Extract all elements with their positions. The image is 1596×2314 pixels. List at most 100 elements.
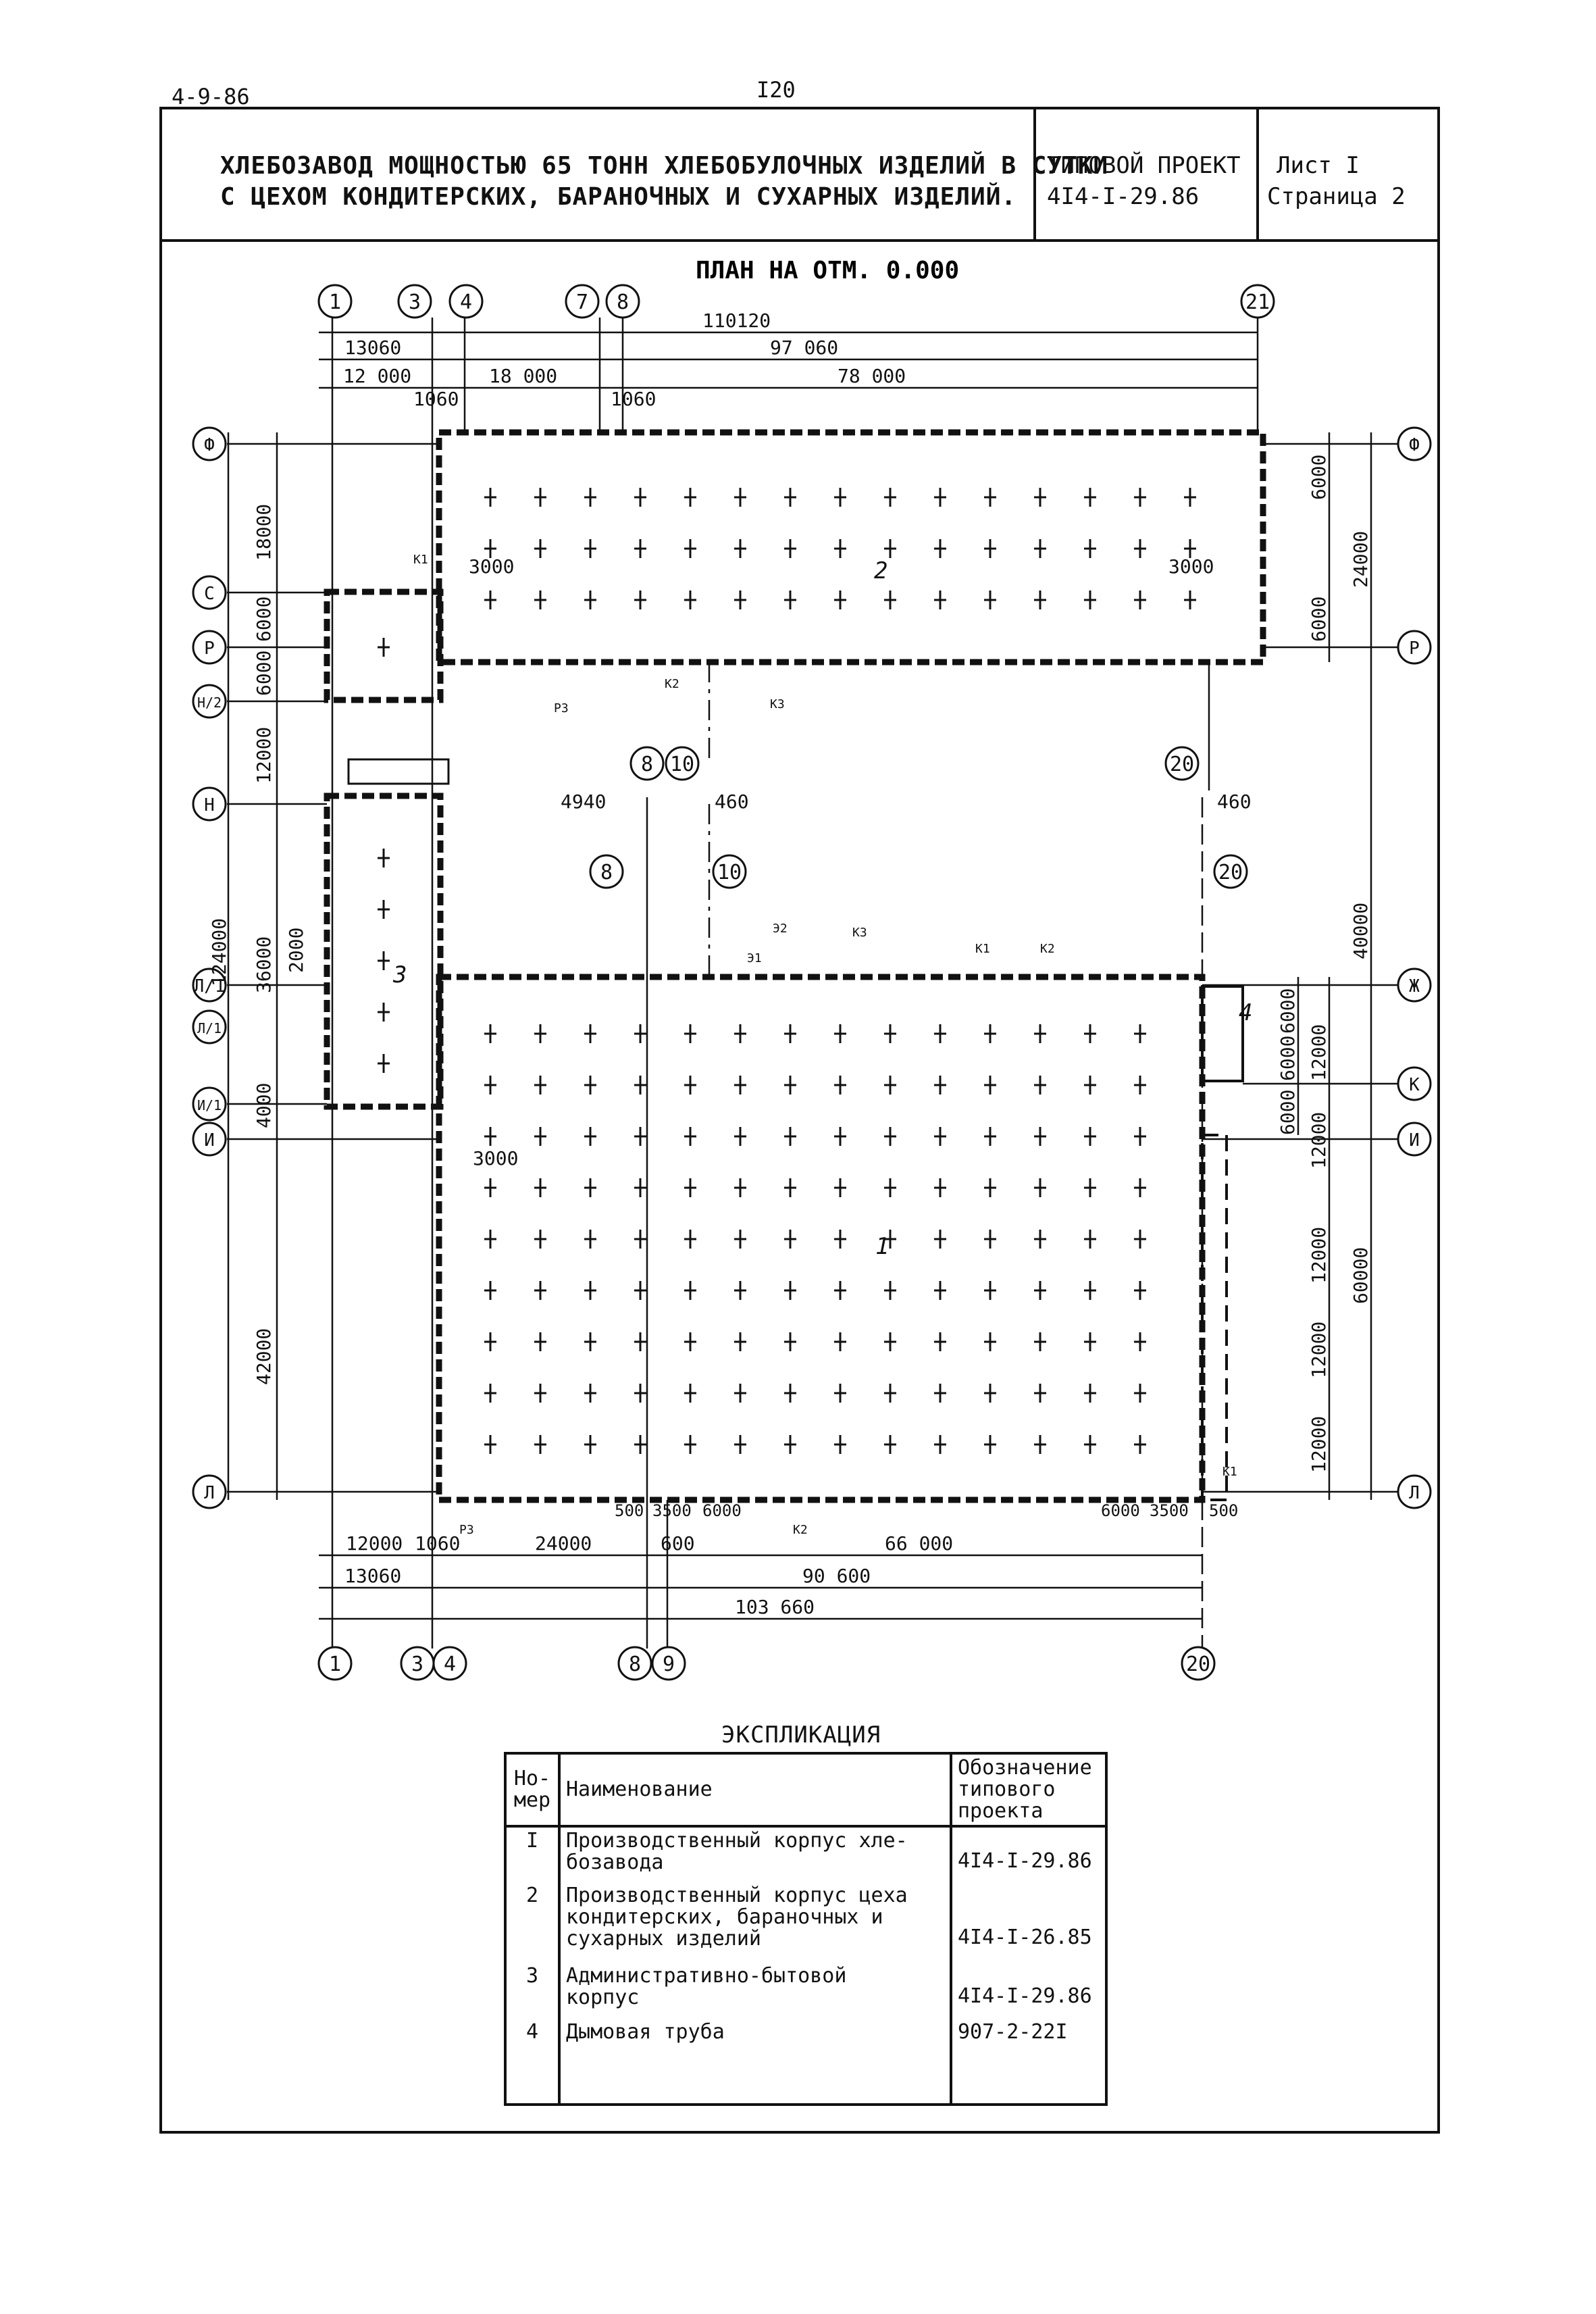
dim-top-total: 110120 (702, 309, 771, 332)
axis-bubble-mid-20b (1213, 854, 1248, 889)
site-plan-drawing: ПЛАН НА ОТМ. 0.000 (192, 257, 1432, 1681)
dim-bottom-1060: 1060 (415, 1532, 460, 1555)
axis-bubble-left-l (192, 967, 227, 1003)
axis-label-left-i: И (204, 1130, 215, 1151)
axis-label-left-i1: И/1 (197, 1097, 222, 1113)
dim-small-6000b: 6000 (1101, 1501, 1140, 1520)
tag-k2-c: К2 (793, 1523, 808, 1537)
axis-label-mid-8: 8 (641, 753, 653, 776)
axis-label-top-1: 1 (329, 291, 341, 314)
axis-bubble-left-r (192, 630, 227, 665)
row-name: Производственный корпус хле- бозавода (558, 1826, 952, 1882)
axis-label-left-l: Л/1 (194, 976, 226, 997)
explication-title: ЭКСПЛИКАЦИЯ (721, 1721, 881, 1749)
tag-k1-b: К1 (975, 942, 990, 956)
axis-label-left-l-bottom: Л (204, 1483, 215, 1503)
title-block (159, 107, 1440, 242)
table-row: 2 Производственный корпус цеха кондитерс… (504, 1882, 1108, 1963)
axis-bubble-mid-10 (665, 746, 700, 781)
dim-right-60000: 60000 (1349, 1247, 1372, 1304)
tag-k2-a: К2 (665, 677, 679, 691)
axis-bubble-right-f (1397, 426, 1432, 461)
dimension-texts-bottom: 12000 1060 24000 600 66 000 13060 90 600… (344, 1532, 953, 1618)
table-row: 4 Дымовая труба 907-2-22I (504, 2018, 1108, 2105)
axis-label-right-k: К (1409, 1075, 1420, 1095)
axis-bubble-right-k (1397, 1066, 1432, 1101)
page-label: Страница 2 (1267, 183, 1406, 210)
sheet-frame (159, 107, 1440, 2134)
dim-right-6000b: 6000 (1308, 597, 1330, 642)
dim-right-12000e: 12000 (1308, 1416, 1330, 1473)
axis-label-mid-10: 10 (670, 753, 694, 776)
axis-label-right-l: Л (1409, 1483, 1420, 1503)
axis-bubble-bottom-8 (617, 1646, 652, 1681)
axis-label-mid-10b: 10 (717, 861, 742, 884)
dim-small-3500b: 3500 (1150, 1501, 1189, 1520)
row-number: 2 (504, 1882, 561, 1963)
building-label-3: 3 (392, 961, 407, 988)
axis-bubble-top-3 (397, 284, 432, 319)
axis-label-bottom-9: 9 (663, 1653, 675, 1676)
axis-label-bottom-20: 20 (1186, 1653, 1210, 1676)
project-code: 4I4-I-29.86 (1047, 183, 1200, 210)
axis-bubble-top-4 (448, 284, 484, 319)
axis-bubble-right-l (1397, 1474, 1432, 1509)
building-3-outline (324, 588, 450, 1110)
dim-right-40000: 40000 (1349, 903, 1372, 959)
sheet-label: Лист I (1277, 152, 1360, 179)
dim-mid-460a: 460 (715, 790, 749, 813)
axis-bubble-left-l1 (192, 1009, 227, 1045)
drawing-title-line-2: С ЦЕХОМ КОНДИТЕРСКИХ, БАРАНОЧНЫХ И СУХАР… (220, 183, 1017, 211)
dim-left-42000: 42000 (253, 1328, 275, 1385)
row-number: I (504, 1826, 561, 1882)
dim-inner-3000a: 3000 (469, 555, 514, 578)
row-code: 4I4-I-29.86 (950, 1962, 1108, 2019)
dim-top-97060: 97 060 (770, 336, 838, 359)
axis-label-left-n: Н (204, 795, 215, 815)
title-divider-1 (1033, 107, 1036, 242)
axis-bubbles-middle: 8 10 20 8 10 20 (589, 746, 1248, 889)
axis-label-top-3: 3 (409, 291, 421, 314)
axis-label-bottom-1: 1 (329, 1653, 341, 1676)
project-label: ТИПОВОЙ ПРОЕКТ (1047, 152, 1241, 179)
dim-small-6000a: 6000 (702, 1501, 742, 1520)
dim-bottom-13060: 13060 (344, 1565, 401, 1587)
building-label-2: 2 (874, 557, 887, 584)
dim-left-6000a: 6000 (253, 597, 275, 642)
dimension-texts-right: 6000 24000 6000 6000 6000 12000 6000 120… (1277, 455, 1372, 1473)
axis-label-top-7: 7 (576, 291, 588, 314)
tag-k1-c: К1 (1222, 1465, 1237, 1479)
axis-label-right-zh: Ж (1409, 976, 1420, 997)
axis-label-mid-8b: 8 (600, 861, 613, 884)
dim-top-12000: 12 000 (343, 365, 411, 387)
dim-right-12000a: 12000 (1308, 1024, 1330, 1081)
axis-label-bottom-4: 4 (444, 1653, 456, 1676)
tag-k1-a: К1 (413, 553, 428, 567)
tag-e2-a: Э2 (773, 922, 788, 936)
tag-k3-b: К3 (852, 926, 867, 940)
axis-label-top-21: 21 (1245, 291, 1270, 314)
row-code: 4I4-I-29.86 (950, 1826, 1108, 1882)
dim-left-4000: 4000 (253, 1083, 275, 1128)
dim-top-18000: 18 000 (489, 365, 557, 387)
table-row: I Производственный корпус хле- бозавода … (504, 1826, 1108, 1882)
axis-bubble-left-i1 (192, 1086, 227, 1122)
dim-inner-3000c: 3000 (473, 1147, 518, 1169)
axis-label-right-f: Ф (1409, 435, 1420, 455)
dimension-texts-middle: 4940 460 460 3000 3000 3000 (469, 555, 1252, 1169)
corner-code: 4-9-86 (172, 84, 250, 109)
dim-left-36000: 36000 (253, 936, 275, 993)
dim-left-2000: 2000 (285, 928, 307, 973)
row-number: 4 (504, 2018, 561, 2105)
dimension-lines (227, 318, 1399, 1649)
axis-bubble-left-l-bottom (192, 1474, 227, 1509)
axis-label-top-8: 8 (617, 291, 629, 314)
dim-left-124000: 124000 (208, 918, 230, 986)
axis-bubble-left-n (192, 786, 227, 822)
dim-bottom-90600: 90 600 (802, 1565, 871, 1587)
dimension-texts-bottom-small: 500 3500 6000 6000 3500 500 (615, 1501, 1238, 1520)
axis-label-left-n2: Н/2 (197, 695, 222, 711)
row-name: Дымовая труба (558, 2018, 952, 2105)
axis-label-mid-20: 20 (1170, 753, 1194, 776)
dim-right-6000e: 6000 (1277, 1090, 1299, 1135)
